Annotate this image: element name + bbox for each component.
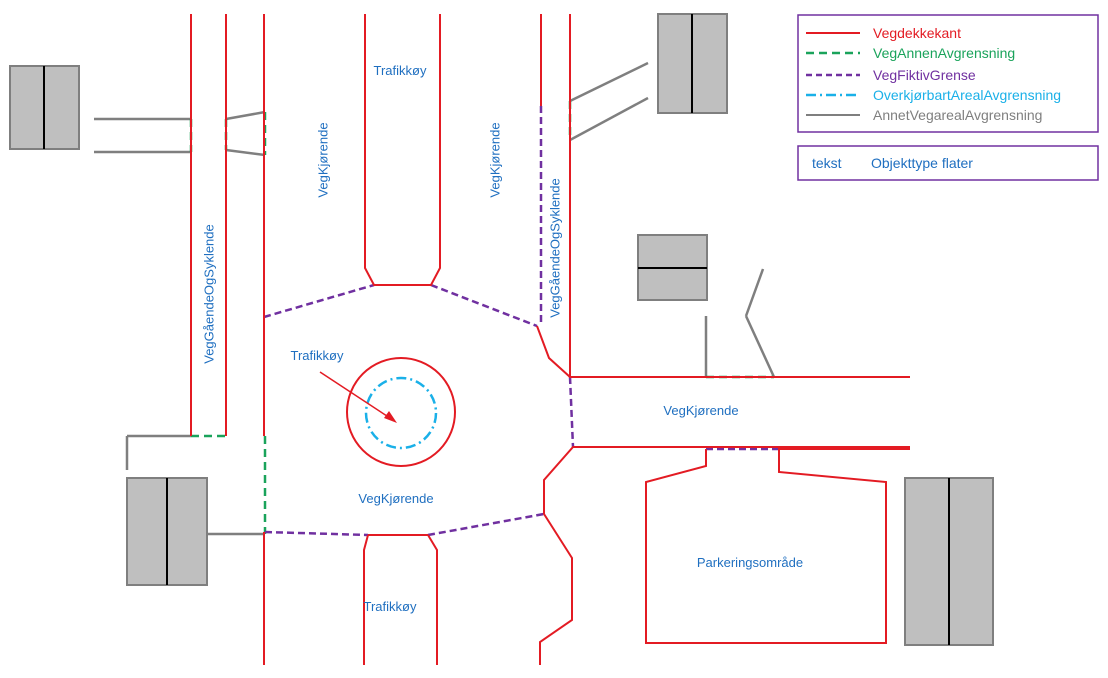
- area-labels: Trafikkøy Trafikkøy Trafikkøy VegKjørend…: [201, 63, 803, 614]
- other-boundaries-dashed: [189, 101, 774, 534]
- building-bottom-left: [126, 477, 208, 586]
- label-traffic-island-bottom: Trafikkøy: [364, 599, 417, 614]
- label-lane-left: VegKjørende: [315, 122, 330, 197]
- legend-item: VegFiktivGrense: [806, 67, 976, 83]
- building-top-right: [657, 13, 728, 114]
- other-area-boundaries: [94, 61, 776, 536]
- label-walk-cycle-right: VegGåendeOgSyklende: [547, 178, 562, 318]
- buildings: [9, 13, 994, 646]
- legend-label-drivable: OverkjørbartArealAvgrensning: [873, 87, 1061, 103]
- label-lane-mid: VegKjørende: [487, 122, 502, 197]
- legend-item: Vegdekkekant: [806, 25, 961, 41]
- label-traffic-island-top: Trafikkøy: [374, 63, 427, 78]
- building-mid-right: [637, 234, 708, 301]
- legend-item: AnnetVegarealAvgrensning: [806, 107, 1042, 123]
- label-lane-right: VegKjørende: [663, 403, 738, 418]
- text-key: tekst Objekttype flater: [797, 145, 1099, 181]
- legend-box: [797, 14, 1099, 133]
- island-pointer-arrow: [319, 371, 397, 423]
- legend-label-fictive: VegFiktivGrense: [873, 67, 976, 83]
- legend-label-other-area: AnnetVegarealAvgrensning: [873, 107, 1042, 123]
- fictive-boundaries: [263, 106, 779, 537]
- label-walk-cycle-left: VegGåendeOgSyklende: [201, 224, 216, 364]
- label-parking: Parkeringsområde: [697, 555, 803, 570]
- label-lane-bottom: VegKjørende: [358, 491, 433, 506]
- text-key-sample: tekst: [812, 155, 842, 171]
- building-bottom-right: [904, 477, 994, 646]
- road-edges: [190, 14, 910, 665]
- drivable-area-ring: [364, 376, 438, 450]
- building-top-left: [9, 65, 80, 150]
- legend: Vegdekkekant VegAnnenAvgrensning VegFikt…: [797, 14, 1099, 133]
- legend-item: OverkjørbartArealAvgrensning: [806, 87, 1061, 103]
- label-traffic-island-center: Trafikkøy: [291, 348, 344, 363]
- text-key-description: Objekttype flater: [871, 155, 973, 171]
- text-key-box: [797, 145, 1099, 181]
- legend-label-other-boundary: VegAnnenAvgrensning: [873, 45, 1015, 61]
- legend-item: VegAnnenAvgrensning: [806, 45, 1015, 61]
- legend-label-road-edge: Vegdekkekant: [873, 25, 961, 41]
